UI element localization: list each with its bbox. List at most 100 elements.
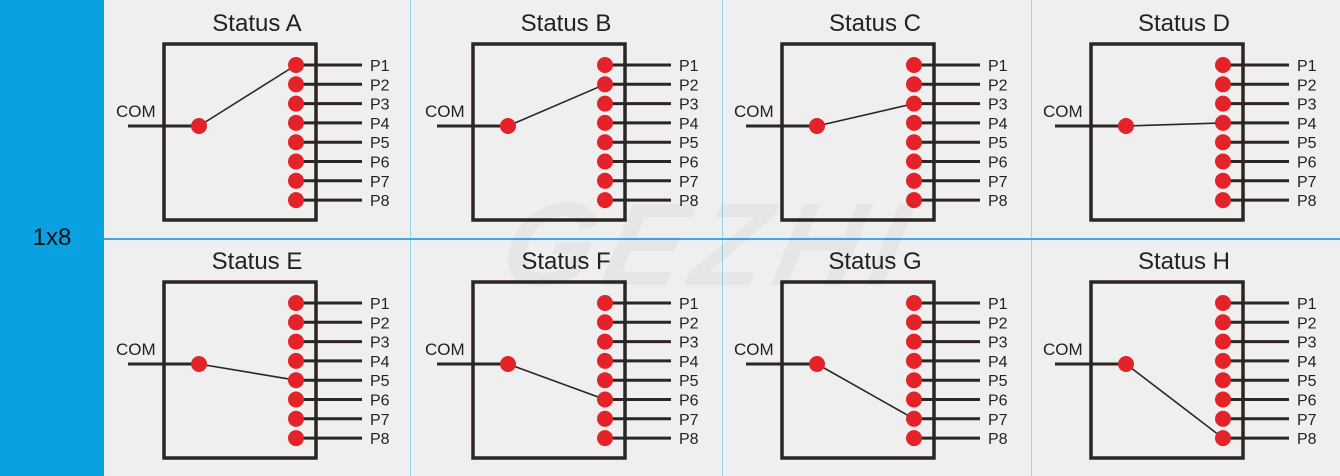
port-dot (288, 410, 304, 427)
port-label: P8 (679, 193, 699, 210)
status-title: Status G (828, 248, 922, 275)
port-dot (288, 333, 304, 350)
port-dot (288, 76, 304, 93)
side-label: 1x8 (32, 224, 72, 251)
port-dot (288, 372, 304, 389)
status-title: Status B (520, 10, 612, 37)
connection-link (1125, 363, 1224, 439)
port-dot (597, 333, 613, 350)
port-label: P5 (1297, 373, 1317, 390)
row-divider (104, 238, 1340, 240)
connection-link (1125, 122, 1224, 127)
port-dot (288, 134, 304, 151)
port-dot (906, 295, 922, 311)
port-dot (288, 352, 304, 369)
port-dot (288, 192, 304, 209)
port-label: P1 (988, 296, 1008, 313)
port-dot (597, 134, 613, 151)
com-label: COM (425, 340, 465, 359)
port-label: P5 (988, 373, 1008, 390)
port-label: P6 (988, 393, 1008, 410)
port-dot (597, 153, 613, 170)
port-dot (1215, 192, 1231, 209)
connection-link (816, 363, 915, 420)
port-label: P5 (679, 135, 699, 152)
port-label: P3 (1297, 97, 1317, 114)
port-label: P6 (1297, 393, 1317, 410)
switch-frame (162, 42, 318, 222)
port-label: P2 (1297, 77, 1317, 94)
port-label: P6 (1297, 155, 1317, 172)
port-dot (906, 372, 922, 389)
port-dot (1215, 410, 1231, 427)
switch-frame (1089, 280, 1245, 460)
port-dot (288, 114, 304, 131)
port-dot (1215, 314, 1231, 331)
com-dot (191, 118, 207, 134)
status-title: Status F (521, 248, 611, 275)
port-dot (1215, 372, 1231, 389)
port-label: P1 (679, 296, 699, 313)
port-dot (597, 430, 613, 447)
com-dot (500, 356, 516, 372)
port-label: P1 (679, 58, 699, 75)
port-label: P8 (1297, 431, 1317, 448)
port-dot (597, 114, 613, 131)
port-label: P3 (370, 97, 390, 114)
com-dot (809, 356, 825, 372)
com-label: COM (1043, 340, 1083, 359)
side-panel: 1x8 (0, 0, 104, 476)
com-label: COM (734, 340, 774, 359)
port-dot (597, 76, 613, 93)
port-label: P2 (370, 77, 390, 94)
port-label: P8 (988, 431, 1008, 448)
com-dot (500, 118, 516, 134)
port-label: P7 (679, 412, 699, 429)
port-dot (906, 314, 922, 331)
port-dot (906, 114, 922, 131)
port-label: P6 (988, 155, 1008, 172)
port-label: P2 (988, 315, 1008, 332)
port-dot (288, 172, 304, 189)
port-label: P2 (1297, 315, 1317, 332)
switch-frame (162, 280, 318, 460)
com-dot (809, 118, 825, 134)
port-label: P7 (370, 174, 390, 191)
connection-link (198, 64, 297, 127)
port-dot (288, 391, 304, 408)
port-dot (288, 314, 304, 331)
status-title: Status C (828, 10, 922, 37)
port-label: P8 (988, 193, 1008, 210)
port-dot (1215, 134, 1231, 151)
com-label: COM (1043, 102, 1083, 121)
port-label: P7 (370, 412, 390, 429)
port-dot (906, 76, 922, 93)
port-label: P2 (679, 77, 699, 94)
port-label: P3 (988, 97, 1008, 114)
port-label: P5 (988, 135, 1008, 152)
port-label: P8 (679, 431, 699, 448)
port-label: P1 (1297, 58, 1317, 75)
connection-link (507, 363, 606, 401)
port-dot (597, 295, 613, 311)
com-dot (1118, 118, 1134, 134)
port-label: P1 (370, 296, 390, 313)
com-label: COM (734, 102, 774, 121)
port-dot (1215, 57, 1231, 73)
port-label: P3 (370, 335, 390, 352)
port-dot (906, 333, 922, 350)
port-label: P4 (988, 116, 1008, 133)
port-label: P3 (988, 335, 1008, 352)
com-label: COM (425, 102, 465, 121)
port-dot (288, 153, 304, 170)
port-label: P8 (370, 431, 390, 448)
port-dot (597, 391, 613, 408)
port-label: P5 (679, 373, 699, 390)
